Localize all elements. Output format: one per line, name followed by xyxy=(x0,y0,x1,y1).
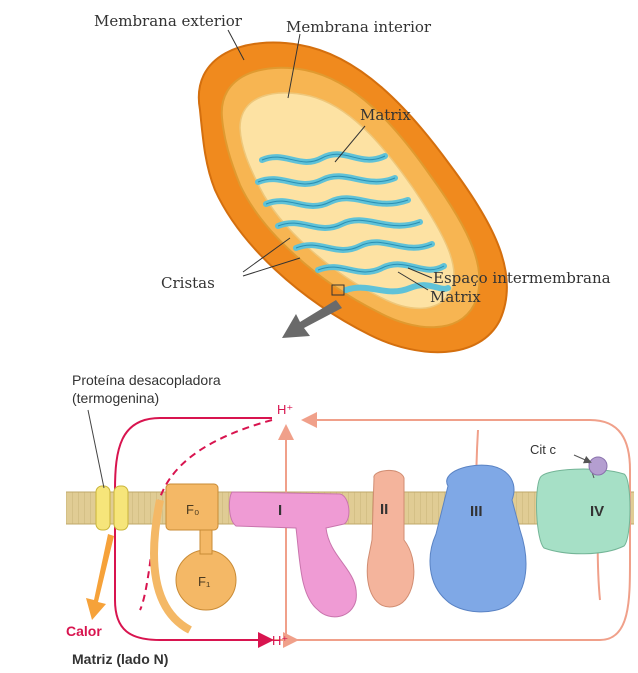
cytochrome-c xyxy=(589,457,607,475)
label-thermogenin: (termogenina) xyxy=(72,390,159,406)
label-inner-membrane: Membrana interior xyxy=(286,18,432,36)
label-matrix-side: Matriz (lado N) xyxy=(72,651,168,667)
label-f1: F₁ xyxy=(198,574,211,589)
label-h-plus-top: H⁺ xyxy=(277,402,293,417)
label-outer-membrane: Membrana exterior xyxy=(94,12,243,30)
label-cristae: Cristas xyxy=(161,274,215,292)
label-complex-2: II xyxy=(380,501,388,518)
complex-2 xyxy=(367,470,414,607)
label-matrix-bottom: Matrix xyxy=(430,288,481,306)
zoom-arrow xyxy=(282,300,342,338)
heat-arrow xyxy=(86,534,114,620)
label-uncoupling-protein: Proteína desacopladora xyxy=(72,372,221,388)
label-intermembrane-space: Espaço intermembrana xyxy=(433,269,611,287)
label-complex-4: IV xyxy=(590,503,604,520)
label-fo: F₀ xyxy=(186,502,199,517)
label-cyt-c: Cit c xyxy=(530,442,557,457)
label-heat: Calor xyxy=(66,623,102,639)
label-h-plus-bottom: H⁺ xyxy=(272,633,288,648)
complex-3 xyxy=(430,465,526,612)
complex-4 xyxy=(537,469,630,554)
label-complex-3: III xyxy=(470,503,483,520)
ucp-leader-line xyxy=(88,410,104,488)
complex-1 xyxy=(229,492,356,617)
label-complex-1: I xyxy=(278,502,282,519)
label-matrix-top: Matrix xyxy=(360,106,411,124)
